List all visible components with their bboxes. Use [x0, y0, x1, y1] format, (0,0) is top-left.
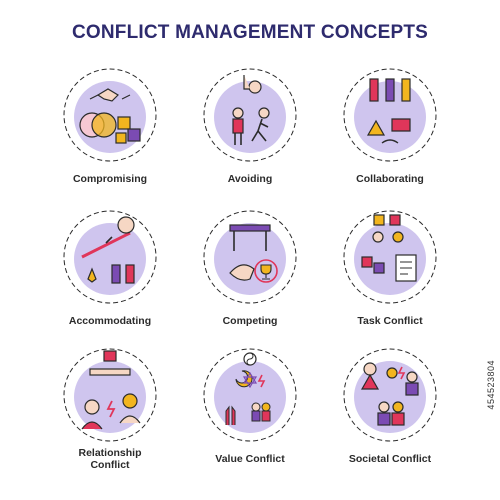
stock-id-watermark: 454523804	[486, 360, 496, 410]
arm-wrestling-trophy-icon	[203, 210, 297, 304]
concept-accommodating: Accommodating	[35, 207, 185, 347]
coworkers-lightning-icon	[63, 348, 157, 442]
religious-symbols-icon	[203, 348, 297, 442]
concept-avoiding: Avoiding	[175, 65, 325, 205]
handshake-puzzle-icon	[63, 68, 157, 162]
concept-collaborating: Collaborating	[315, 65, 465, 205]
concept-label: Relationship Conflict	[35, 447, 185, 471]
concept-competing: Competing	[175, 207, 325, 347]
concept-label: Task Conflict	[357, 315, 423, 327]
concept-label: Value Conflict	[215, 453, 285, 465]
concept-task-conflict: Task Conflict	[315, 207, 465, 347]
concept-label: Avoiding	[227, 173, 273, 185]
crowd-lightning-icon	[343, 348, 437, 442]
puzzle-checklist-icon	[343, 210, 437, 304]
page-title: CONFLICT MANAGEMENT CONCEPTS	[71, 22, 429, 43]
concept-value-conflict: Value Conflict	[175, 345, 325, 485]
concept-label: Societal Conflict	[348, 453, 432, 465]
concept-societal-conflict: Societal Conflict	[315, 345, 465, 485]
concept-label: Competing	[222, 315, 278, 327]
stop-hand-running-icon	[203, 68, 297, 162]
team-arrows-icon	[343, 68, 437, 162]
boulder-push-icon	[63, 210, 157, 304]
concept-label: Compromising	[72, 173, 148, 185]
concept-label: Accommodating	[68, 315, 152, 327]
concept-compromising: Compromising	[35, 65, 185, 205]
label-line: Relationship Conflict	[78, 447, 142, 471]
concept-label: Collaborating	[356, 173, 424, 185]
concept-relationship-conflict: Relationship Conflict	[35, 345, 185, 485]
